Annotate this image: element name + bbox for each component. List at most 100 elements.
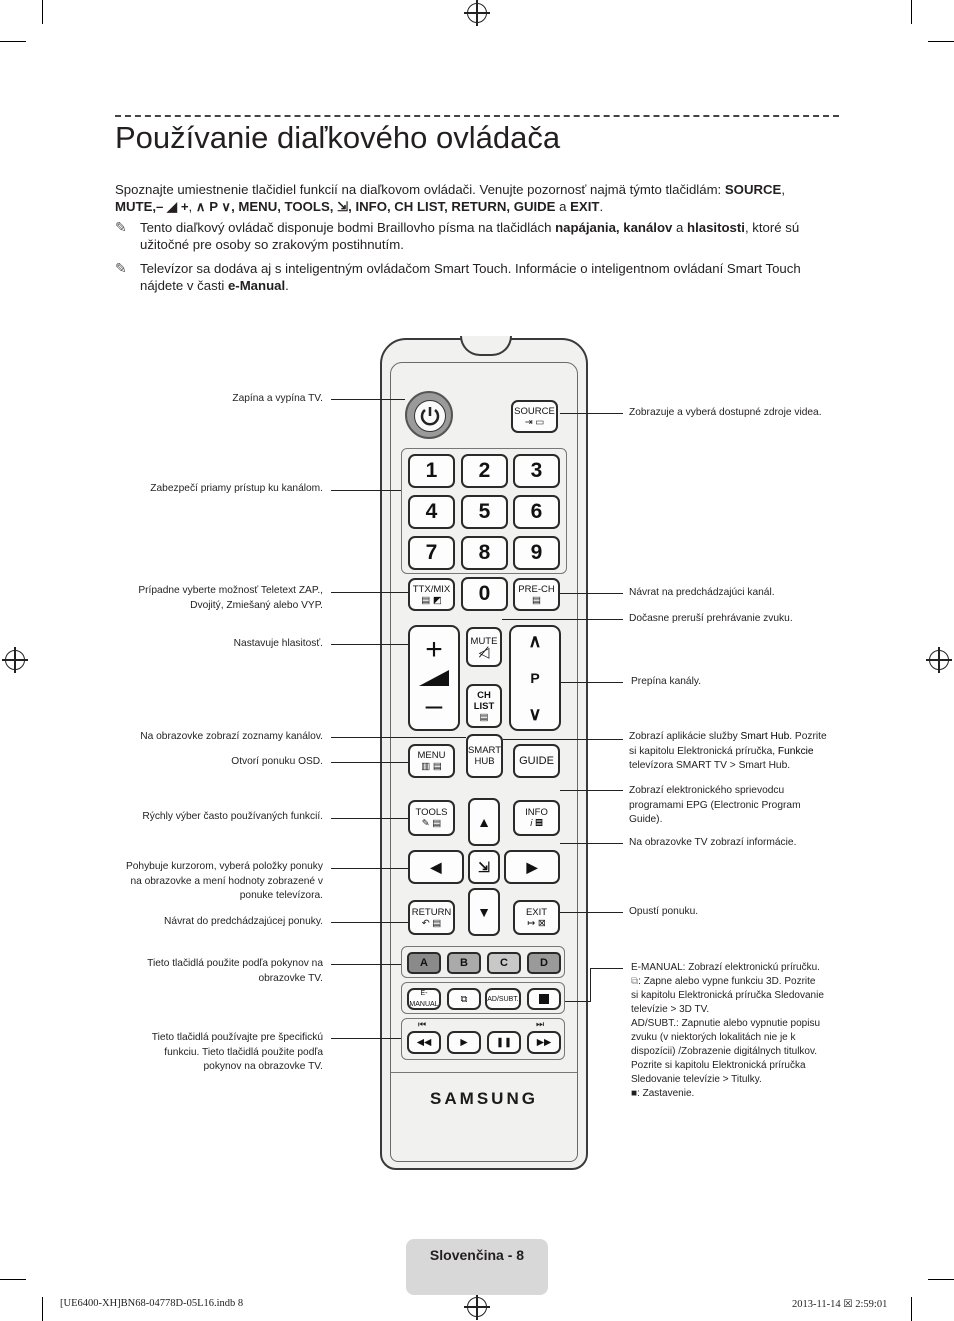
source-button[interactable]: SOURCE⇥ ▭ — [511, 400, 558, 433]
page-title: Používanie diaľkového ovládača — [115, 120, 561, 155]
crop-mark — [0, 1279, 26, 1280]
digit-4-button[interactable]: 4 — [408, 495, 455, 529]
source-icon: ⇥ ▭ — [524, 416, 545, 428]
e-manual-button[interactable]: E-MANUAL — [407, 988, 441, 1010]
play-button[interactable]: ▶ — [447, 1031, 481, 1054]
3d-glasses-icon: ⧉ — [631, 976, 639, 987]
color-button-d[interactable]: D — [527, 952, 561, 974]
skip-forward-icon: ⏭ — [536, 1019, 545, 1029]
leader-line — [331, 964, 401, 965]
nav-up-button[interactable]: ▲ — [468, 798, 500, 846]
info-label: Na obrazovke TV zobrazí informácie. — [629, 837, 797, 848]
leader-line — [331, 922, 408, 923]
media-buttons-group — [401, 1018, 565, 1060]
info-icon: 𝑖 ▤ — [530, 818, 543, 829]
digit-0-button[interactable]: 0 — [461, 577, 508, 611]
menu-label: Otvorí ponuku OSD. — [231, 756, 323, 767]
intro-text: Spoznajte umiestnenie tlačidiel funkcií … — [115, 182, 785, 214]
channel-list-icon: ▤ — [479, 711, 489, 723]
power-button[interactable] — [405, 391, 453, 439]
digit-2-button[interactable]: 2 — [461, 454, 508, 488]
digit-1-button[interactable]: 1 — [408, 454, 455, 488]
fast-forward-button[interactable]: ▶▶ — [527, 1031, 561, 1054]
pre-ch-button[interactable]: PRE-CH▤ — [513, 578, 560, 611]
leader-line — [331, 490, 401, 491]
mute-button[interactable]: MUTE◁̸ — [466, 627, 502, 667]
volume-down-icon: – — [425, 689, 443, 722]
navigation-label: Pohybuje kurzorom, vyberá položky ponuky… — [125, 861, 323, 901]
nav-left-button[interactable]: ◀ — [408, 850, 464, 884]
color-button-c[interactable]: C — [487, 952, 521, 974]
digit-8-button[interactable]: 8 — [461, 536, 508, 570]
crop-mark — [42, 1297, 43, 1321]
return-button[interactable]: RETURN↶ ▤ — [408, 900, 455, 935]
mute-speaker-icon: ◁̸ — [478, 644, 490, 660]
number-pad-group — [401, 448, 567, 574]
crop-mark — [911, 0, 912, 24]
digit-3-button[interactable]: 3 — [513, 454, 560, 488]
brand-divider — [391, 1072, 577, 1073]
ttx-mix-button[interactable]: TTX/MIX▤ ◩ — [408, 578, 455, 611]
leader-line — [561, 682, 623, 683]
smart-hub-label: Zobrazí aplikácie služby Smart Hub. Pozr… — [629, 731, 827, 771]
registration-mark-icon — [464, 1294, 490, 1320]
3d-glasses-icon: ⧉ — [460, 993, 468, 1005]
enter-button[interactable]: ⇲ — [468, 850, 500, 884]
stop-button[interactable] — [527, 988, 561, 1010]
leader-line — [331, 762, 408, 763]
crop-mark — [911, 1297, 912, 1321]
stop-icon — [539, 994, 549, 1004]
menu-icon: ▥ ▤ — [421, 761, 442, 772]
guide-label: Zobrazí elektronického sprievodcu progra… — [629, 785, 801, 825]
digit-7-button[interactable]: 7 — [408, 536, 455, 570]
brand-logo: SAMSUNG — [430, 1089, 538, 1108]
title-rule — [115, 115, 839, 117]
channel-down-icon: ∨ — [528, 704, 542, 724]
leader-line — [590, 968, 623, 969]
arrow-left-icon: ◀ — [430, 858, 442, 875]
smart-touch-note: ✎ Televízor sa dodáva aj s inteligentným… — [115, 260, 801, 293]
play-icon: ▶ — [460, 1037, 468, 1048]
crop-mark — [42, 0, 43, 24]
pre-ch-label: Návrat na predchádzajúci kanál. — [629, 587, 775, 598]
exit-button[interactable]: EXIT↦ ⊠ — [513, 900, 560, 935]
pause-button[interactable]: ❚❚ — [487, 1031, 521, 1054]
return-icon: ↶ ▤ — [421, 917, 442, 929]
menu-button[interactable]: MENU▥ ▤ — [408, 744, 455, 778]
ad-subt-button[interactable]: AD/SUBT. — [485, 988, 521, 1010]
note-pencil-icon: ✎ — [115, 219, 127, 235]
leader-line — [331, 399, 405, 400]
guide-button[interactable]: GUIDE — [513, 744, 560, 778]
file-info: [UE6400-XH]BN68-04778D-05L16.indb 8 — [60, 1298, 244, 1309]
digit-5-button[interactable]: 5 — [461, 495, 508, 529]
volume-ramp-icon — [419, 670, 449, 686]
rewind-button[interactable]: ◀◀ — [407, 1031, 441, 1054]
color-button-b[interactable]: B — [447, 952, 481, 974]
enter-icon: ⇲ — [478, 858, 490, 875]
rewind-icon: ◀◀ — [416, 1037, 432, 1048]
crop-mark — [928, 41, 954, 42]
print-timestamp: 2013-11-14 ☒ 2:59:01 — [792, 1299, 888, 1310]
tools-button[interactable]: TOOLS✎ ▤ — [408, 800, 455, 836]
volume-rocker[interactable]: + – — [408, 625, 460, 731]
nav-right-button[interactable]: ▶ — [504, 850, 560, 884]
channel-up-icon: ∧ — [528, 631, 542, 651]
ch-list-button[interactable]: CH LIST▤ — [466, 684, 502, 728]
leader-line — [331, 592, 408, 593]
arrow-right-icon: ▶ — [526, 858, 538, 875]
mute-label: Dočasne preruší prehrávanie zvuku. — [629, 613, 793, 624]
nav-down-button[interactable]: ▼ — [468, 888, 500, 936]
arrow-up-icon: ▲ — [477, 814, 491, 830]
arrow-down-icon: ▼ — [477, 904, 491, 920]
3d-button[interactable]: ⧉ — [447, 988, 481, 1010]
color-button-a[interactable]: A — [407, 952, 441, 974]
digit-6-button[interactable]: 6 — [513, 495, 560, 529]
return-label: Návrat do predchádzajúcej ponuky. — [164, 916, 323, 927]
channel-rocker[interactable]: ∧ P ∨ — [509, 625, 561, 731]
leader-line — [560, 912, 623, 913]
media-buttons-label: Tieto tlačidlá používajte pre špecifickú… — [151, 1032, 323, 1072]
digit-9-button[interactable]: 9 — [513, 536, 560, 570]
